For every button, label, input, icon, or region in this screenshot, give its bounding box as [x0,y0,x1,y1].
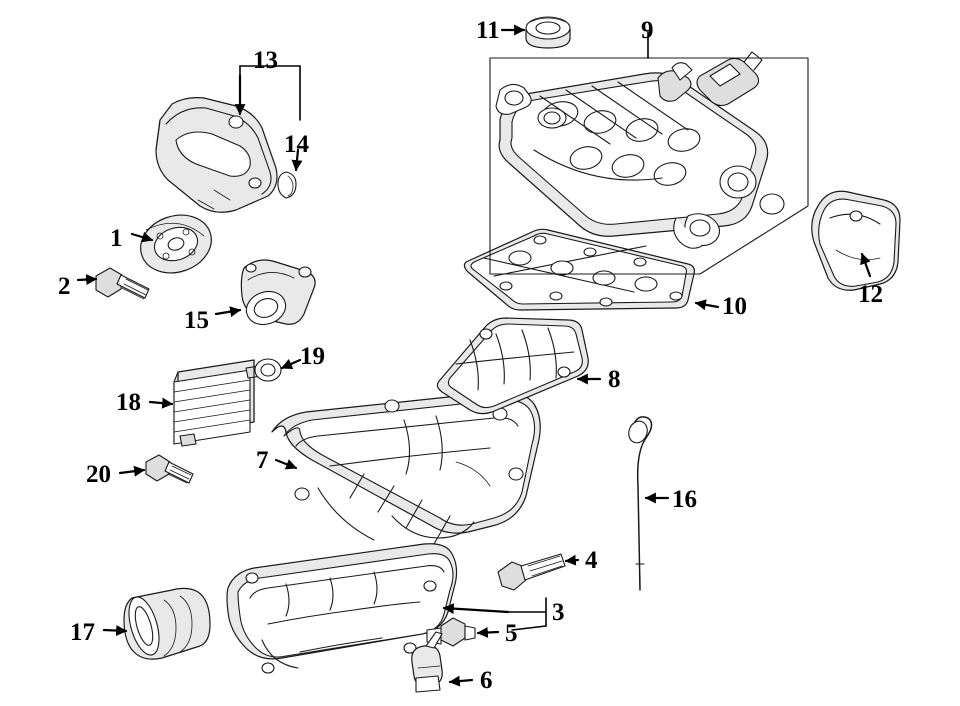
part-oil-level-sensor-6 [411,631,443,693]
part-oil-cooler-18 [173,359,263,447]
part-pulley-bolt-2 [95,267,150,300]
part-oil-cooler-bolt-20 [145,454,194,484]
connector-block [696,51,763,107]
callout-number-11[interactable]: 11 [476,17,500,44]
callout-number-13[interactable]: 13 [253,47,278,74]
callout-number-4[interactable]: 4 [585,547,598,574]
callout-number-19[interactable]: 19 [300,343,325,370]
camshaft-sensor [657,62,693,102]
callout-number-12[interactable]: 12 [858,281,883,308]
callout-number-15[interactable]: 15 [184,307,209,334]
part-front-timing-cover-13 [155,97,278,213]
callout-number-14[interactable]: 14 [284,131,309,158]
callout-number-10[interactable]: 10 [722,293,747,320]
part-crank-pulley-1 [140,214,212,274]
callout-number-8[interactable]: 8 [608,366,621,393]
part-timing-cover-12 [811,190,901,291]
callout-number-1[interactable]: 1 [110,225,123,252]
part-lower-oil-pan-3 [226,543,458,674]
callout-number-9[interactable]: 9 [641,17,654,44]
callout-number-3[interactable]: 3 [552,599,565,626]
leader-lines [76,24,872,687]
callout-number-16[interactable]: 16 [672,486,697,513]
part-upper-oil-pan-7 [271,391,541,545]
part-oil-cooler-oring-19 [254,358,282,382]
callout-number-18[interactable]: 18 [116,389,141,416]
callout-number-7[interactable]: 7 [256,447,269,474]
callout-number-20[interactable]: 20 [86,461,111,488]
callout-number-5[interactable]: 5 [505,620,518,647]
part-valve-cover-gasket-10 [463,228,695,311]
callout-number-2[interactable]: 2 [58,273,71,300]
callout-number-6[interactable]: 6 [480,667,493,694]
part-cylinder-head-cover-9 [489,51,809,275]
part-dipstick-16 [628,416,653,591]
part-oil-filler-cap-11 [525,16,571,49]
part-oil-filter-17 [123,587,211,660]
part-drain-plug-4 [497,553,566,591]
part-cover-clip-14 [277,171,297,199]
part-oil-baffle-8 [436,317,589,415]
part-front-seal-housing-15 [240,259,316,326]
callout-number-17[interactable]: 17 [70,619,95,646]
